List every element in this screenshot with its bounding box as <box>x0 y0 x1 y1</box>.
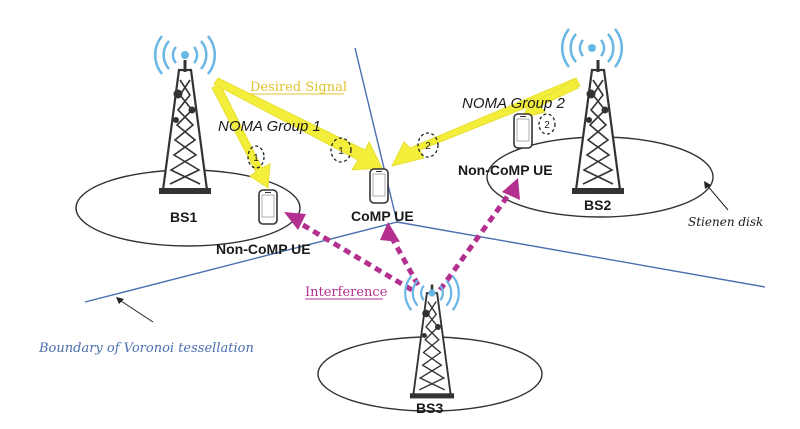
tower-icon <box>408 283 456 400</box>
stienen-disk-label: Stienen disk <box>688 215 763 229</box>
signal-wave-icon <box>560 27 624 69</box>
marker-1b: 1 <box>338 146 344 157</box>
noma-group-1-label: NOMA Group 1 <box>218 118 321 135</box>
marker-2b: 2 <box>544 120 550 131</box>
stienen-pointer-line <box>705 183 729 211</box>
noma-group-2-label: NOMA Group 2 <box>462 95 565 112</box>
phone-icon <box>369 168 389 204</box>
voronoi-boundary-lines <box>84 47 766 303</box>
bs1-label: BS1 <box>170 209 197 225</box>
comp-ue-label: CoMP UE <box>351 208 414 224</box>
voronoi-pointer-line <box>117 298 154 323</box>
tower-icon <box>570 58 626 196</box>
phone-icon <box>258 189 278 225</box>
desired-signal-label: Desired Signal <box>250 80 347 95</box>
noma-markers <box>247 113 556 169</box>
interference-arrows <box>296 188 515 293</box>
desired-signal-arrows <box>211 77 581 189</box>
phone-icon <box>513 113 533 149</box>
interference-arrowheads <box>284 178 520 242</box>
bs3-label: BS3 <box>416 400 443 416</box>
non-comp-ue-2-label: Non-CoMP UE <box>458 162 553 178</box>
marker-1a: 1 <box>253 153 259 164</box>
voronoi-boundary-label: Boundary of Voronoi tessellation <box>38 341 254 356</box>
interference-label: Interference <box>305 285 388 300</box>
marker-2a: 2 <box>425 141 431 152</box>
non-comp-ue-1-label: Non-CoMP UE <box>216 241 311 257</box>
bs2-label: BS2 <box>584 197 611 213</box>
tower-icon <box>157 58 213 196</box>
